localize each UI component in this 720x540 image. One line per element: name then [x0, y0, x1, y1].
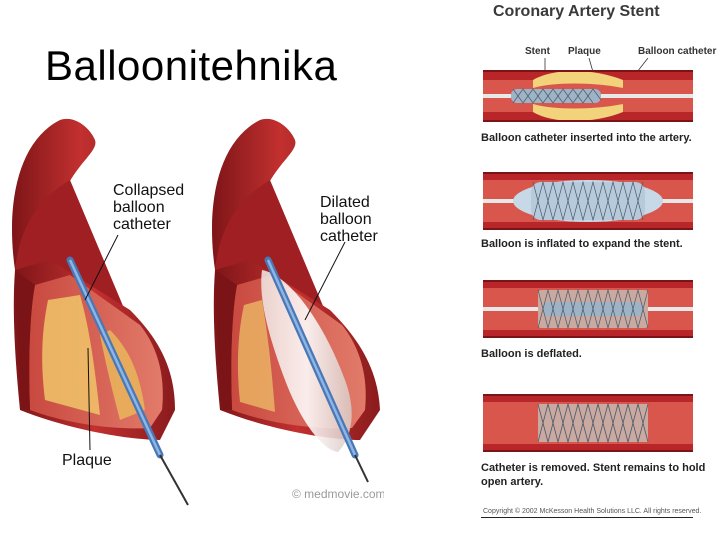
step-1-graphic: [483, 58, 695, 124]
part-label-stent: Stent: [525, 46, 550, 57]
step-4-caption: Catheter is removed. Stent remains to ho…: [481, 461, 717, 489]
part-label-balloon-catheter: Balloon catheter: [638, 46, 716, 57]
step-4-graphic: [483, 394, 695, 452]
label-plaque: Plaque: [62, 452, 112, 469]
copyright-notice: Copyright © 2002 McKesson Health Solutio…: [483, 508, 701, 515]
angioplasty-illustration: Collapsed balloon catheter Dilated ballo…: [0, 110, 400, 520]
slide-title: Balloonitehnika: [45, 42, 337, 90]
artery-collapsed: [12, 119, 188, 505]
step-3-caption: Balloon is deflated.: [481, 347, 717, 361]
step-3-graphic: [483, 280, 695, 338]
stent-panel-title: Coronary Artery Stent: [493, 3, 660, 21]
artery-cutaway-graphic: [0, 110, 400, 520]
divider: [481, 517, 693, 518]
step-2-graphic: [483, 172, 695, 230]
image-credit: © medmovie.com: [292, 487, 384, 501]
step-1-caption: Balloon catheter inserted into the arter…: [481, 131, 717, 145]
label-dilated-balloon-catheter: Dilated balloon catheter: [320, 194, 378, 245]
step-2-caption: Balloon is inflated to expand the stent.: [481, 237, 717, 251]
part-label-plaque: Plaque: [568, 46, 601, 57]
label-collapsed-balloon-catheter: Collapsed balloon catheter: [113, 182, 184, 233]
stent-panel: Coronary Artery Stent Stent Plaque Ballo…: [475, 0, 720, 540]
artery-dilated: [212, 119, 380, 482]
